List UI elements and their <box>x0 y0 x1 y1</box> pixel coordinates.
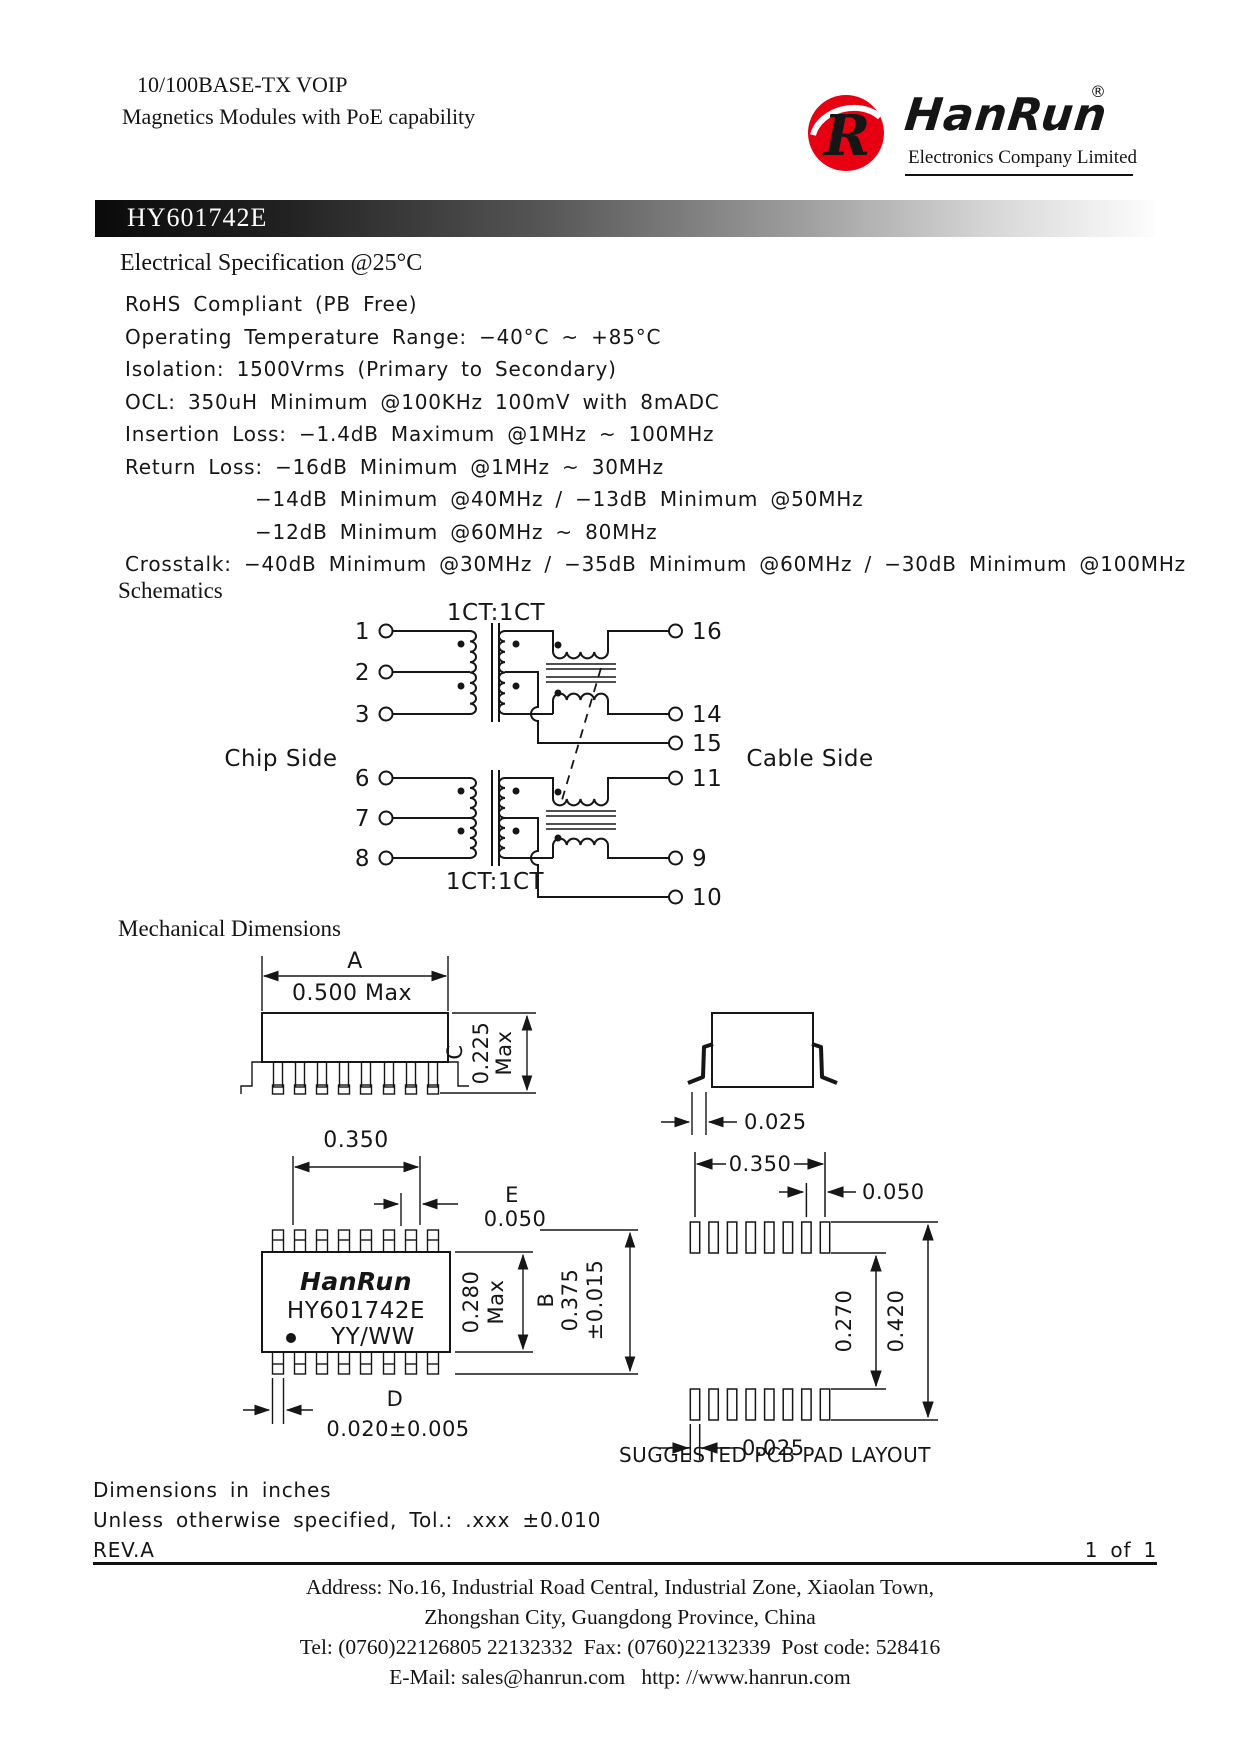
mechanical-dim-labels: A 0.500 Max C 0.225 Max 0.350 E 0.050 Ha… <box>287 949 931 1467</box>
spec-line-rohs: RoHS Compliant (PB Free) <box>125 292 418 316</box>
pcb-pads-top-row <box>689 1221 831 1254</box>
spec-line-isolation: Isolation: 1500Vrms (Primary to Secondar… <box>125 357 617 381</box>
contact-line: Tel: (0760)22126805 22132332 Fax: (0760)… <box>299 1635 941 1659</box>
spec-line-ocl: OCL: 350uH Minimum @100KHz 100mV with 8m… <box>125 389 720 414</box>
dim-c-suffix: Max <box>492 1031 516 1076</box>
pin-label-9: 9 <box>692 846 707 872</box>
dim-d-label: D <box>387 1387 404 1411</box>
marking-part: HY601742E <box>287 1298 425 1324</box>
pcb-dim-span: 0.350 <box>729 1152 792 1176</box>
revision-label: REV.A <box>93 1538 155 1562</box>
pin-label-15: 15 <box>692 731 722 757</box>
coupling-dashed-line <box>561 667 602 801</box>
pcb-dim-pad-width: 0.025 <box>742 1436 805 1460</box>
dim-b-value: 0.375 <box>558 1269 582 1332</box>
dim-lead-foot: 0.025 <box>744 1110 807 1134</box>
turns-ratio-top: 1CT:1CT <box>447 600 546 626</box>
spec-line-crosstalk: Crosstalk: −40dB Minimum @30MHz / −35dB … <box>125 552 1186 576</box>
note-tolerance: Unless otherwise specified, Tol.: .xxx ±… <box>93 1508 602 1532</box>
chip-side-label: Chip Side <box>224 746 337 772</box>
pcb-layout-caption: SUGGESTED PCB PAD LAYOUT <box>619 1443 931 1467</box>
logo-swoosh <box>810 105 883 137</box>
end-view <box>661 1012 838 1135</box>
dim-a-value: 0.500 Max <box>292 981 412 1006</box>
dim-e-value: 0.050 <box>484 1207 547 1231</box>
pcb-pad-layout <box>659 1152 938 1460</box>
hanrun-logo-icon: R <box>808 95 884 171</box>
dim-height-value: 0.280 <box>459 1271 483 1334</box>
address-line-1: Address: No.16, Industrial Road Central,… <box>305 1575 935 1599</box>
pin-label-8: 8 <box>355 846 370 872</box>
schematics-heading: Schematics <box>118 578 223 603</box>
footer-address-block: Address: No.16, Industrial Road Central,… <box>0 1572 1240 1692</box>
pin-label-1: 1 <box>355 619 370 645</box>
registered-trademark-icon: ® <box>1090 82 1106 101</box>
pin-label-2: 2 <box>355 660 370 686</box>
pcb-dim-pitch: 0.050 <box>862 1180 925 1204</box>
part-number: HY601742E <box>127 203 268 232</box>
dim-body-width: 0.350 <box>323 1128 388 1153</box>
turns-ratio-bottom: 1CT:1CT <box>446 869 545 895</box>
address-line-2: Zhongshan City, Guangdong Province, Chin… <box>424 1605 816 1629</box>
mechanical-heading: Mechanical Dimensions <box>118 916 341 941</box>
spec-line-temp-range: Operating Temperature Range: −40°C ~ +85… <box>125 324 662 349</box>
dim-b-label: B <box>534 1293 558 1308</box>
page-number: 1 of 1 <box>1084 1538 1157 1562</box>
electrical-spec-list: RoHS Compliant (PB Free) Operating Tempe… <box>125 288 1186 581</box>
part-number-banner <box>95 200 1155 237</box>
pin-label-3: 3 <box>355 702 370 728</box>
online-line: E-Mail: sales@hanrun.com http: //www.han… <box>389 1665 851 1689</box>
cable-side-label: Cable Side <box>746 746 873 772</box>
spec-line-return-loss-2: −14dB Minimum @40MHz / −13dB Minimum @50… <box>255 487 864 511</box>
brand-subtitle: Electronics Company Limited <box>908 147 1138 168</box>
spec-line-insertion-loss: Insertion Loss: −1.4dB Maximum @1MHz ~ 1… <box>125 422 715 446</box>
pin-label-10: 10 <box>692 885 722 911</box>
dim-e-label: E <box>505 1183 519 1207</box>
schematic-diagram <box>378 623 683 905</box>
dim-c-value: 0.225 <box>469 1022 493 1085</box>
dim-a-label: A <box>347 949 363 974</box>
side-view <box>240 956 536 1095</box>
electrical-spec-heading: Electrical Specification @25°C <box>120 250 423 276</box>
dim-d-value: 0.020±0.005 <box>326 1417 469 1441</box>
chip-side-pins <box>378 623 470 866</box>
cable-side-pins <box>668 623 683 905</box>
spec-line-return-loss: Return Loss: −16dB Minimum @1MHz ~ 30MHz <box>125 454 664 479</box>
pin-label-7: 7 <box>355 806 370 832</box>
pin-span-dim <box>292 1156 458 1226</box>
mechanical-drawings <box>240 956 938 1460</box>
pcb-dim-row-outer: 0.420 <box>884 1290 908 1353</box>
front-view <box>243 1229 638 1424</box>
dim-b-tol: ±0.015 <box>583 1260 607 1341</box>
common-mode-choke-bottom <box>505 777 669 898</box>
logo-symbol: R <box>822 103 871 169</box>
pcb-pads-bottom-row <box>689 1388 831 1421</box>
pin-label-16: 16 <box>692 619 722 645</box>
footer-rule <box>93 1562 1157 1565</box>
brand-underline <box>905 174 1133 176</box>
product-title-line1: 10/100BASE-TX VOIP <box>137 72 348 97</box>
note-units: Dimensions in inches <box>93 1478 332 1502</box>
dim-height-suffix: Max <box>484 1280 508 1325</box>
pcb-dim-row-inner: 0.270 <box>832 1290 856 1353</box>
schematic-labels: 1 2 3 6 7 8 16 14 15 11 9 10 1CT:1CT 1CT… <box>224 600 873 911</box>
dim-c-label: C <box>443 1044 467 1059</box>
common-mode-choke-top <box>505 630 669 744</box>
pin-label-14: 14 <box>692 702 722 728</box>
pin-label-6: 6 <box>355 766 370 792</box>
marking-date-code: YY/WW <box>330 1324 415 1350</box>
transformer-bottom <box>457 770 520 866</box>
marking-brand: HanRun <box>300 1267 412 1296</box>
product-title-line2: Magnetics Modules with PoE capability <box>122 104 476 129</box>
pin-label-11: 11 <box>692 766 722 792</box>
spec-line-return-loss-3: −12dB Minimum @60MHz ~ 80MHz <box>255 519 658 544</box>
